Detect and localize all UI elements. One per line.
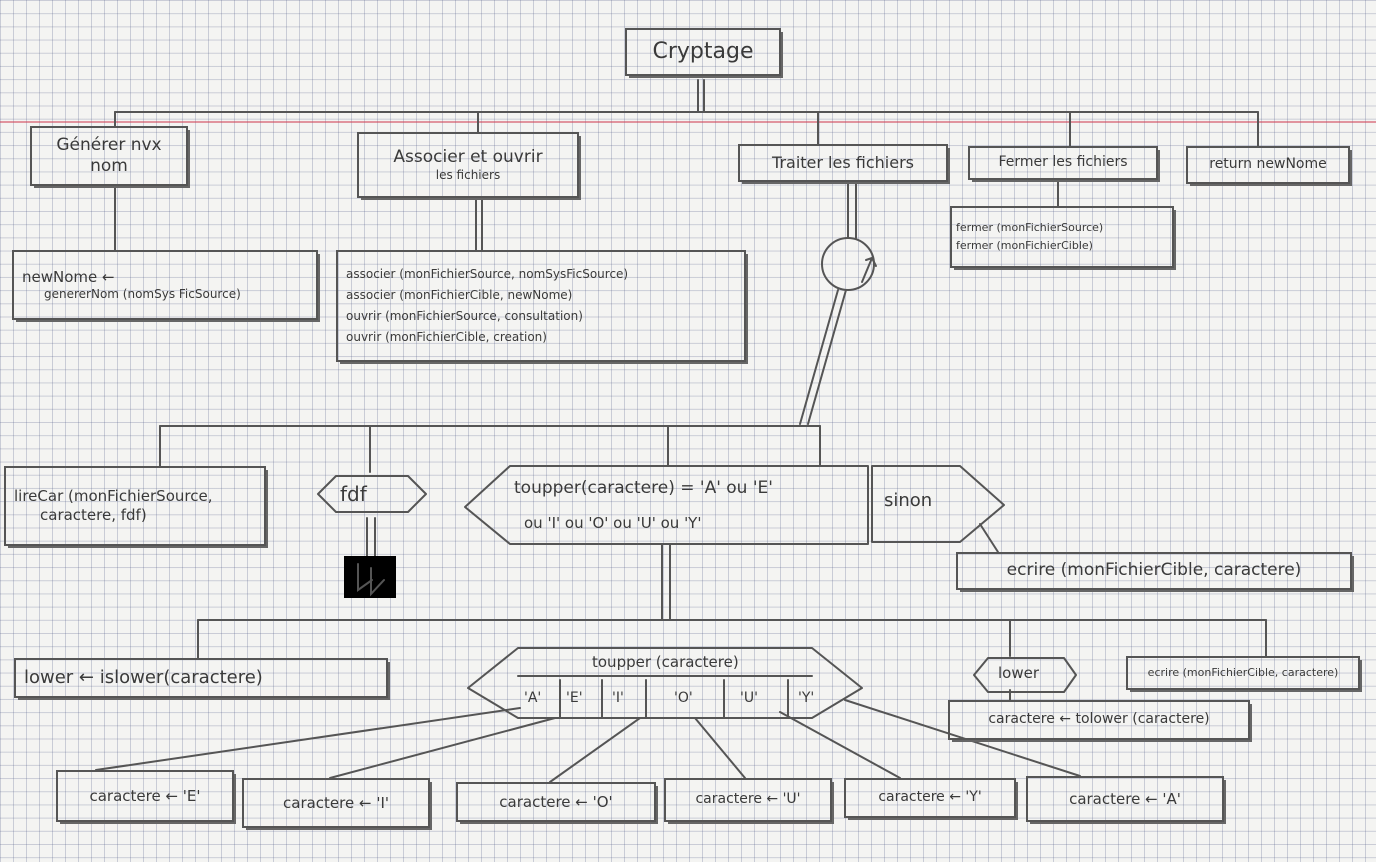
ecrire-branch-node: ecrire (monFichierCible, caractere) (1126, 656, 1360, 690)
case-o: 'O' (674, 690, 693, 706)
case-u: 'U' (740, 690, 758, 706)
assign-a-label: caractere ← 'A' (1069, 789, 1181, 808)
tolower-label: caractere ← tolower (caractere) (988, 711, 1210, 728)
assign-e-label: caractere ← 'E' (89, 786, 201, 805)
associer-line-2: les fichiers (435, 168, 501, 183)
assign-y-node: caractere ← 'Y' (844, 778, 1016, 818)
assign-u-node: caractere ← 'U' (664, 778, 832, 822)
assign-i-node: caractere ← 'I' (242, 778, 430, 828)
generer-node: Générer nvx nom (30, 126, 188, 186)
assign-o-node: caractere ← 'O' (456, 782, 656, 822)
associer-detail-line-2: associer (monFichierCible, newNome) (346, 288, 573, 302)
associer-line-1: Associer et ouvrir (393, 146, 543, 167)
lower-test-label: lower (998, 664, 1040, 682)
assign-a-node: caractere ← 'A' (1026, 776, 1224, 822)
traiter-label: Traiter les fichiers (772, 153, 914, 172)
generer-line-1: Générer nvx (56, 134, 162, 155)
case-y: 'Y' (798, 690, 815, 706)
lirecar-node: lireCar (monFichierSource, caractere, fd… (4, 466, 266, 546)
fermer-label: Fermer les fichiers (998, 154, 1128, 171)
traiter-node: Traiter les fichiers (738, 144, 948, 182)
fermer-detail-line-1: fermer (monFichierSource) (956, 221, 1104, 235)
case-i: 'I' (612, 690, 624, 706)
ecrire-sinon-node: ecrire (monFichierCible, caractere) (956, 552, 1352, 590)
ecrire-branch-label: ecrire (monFichierCible, caractere) (1147, 666, 1339, 680)
assign-i-label: caractere ← 'I' (283, 793, 389, 812)
assign-y-label: caractere ← 'Y' (878, 789, 982, 806)
assign-u-label: caractere ← 'U' (695, 791, 801, 808)
ecrire-sinon-label: ecrire (monFichierCible, caractere) (1006, 560, 1302, 581)
associer-detail: associer (monFichierSource, nomSysFicSou… (336, 250, 746, 362)
tolower-node: caractere ← tolower (caractere) (948, 700, 1250, 740)
associer-detail-line-1: associer (monFichierSource, nomSysFicSou… (346, 267, 629, 281)
lower-assign-node: lower ← islower(caractere) (14, 658, 388, 698)
return-label: return newNome (1209, 156, 1327, 173)
case-e: 'E' (566, 690, 583, 706)
lirecar-line-2: caractere, fdf) (40, 506, 147, 524)
switch-title: toupper (caractere) (592, 653, 739, 671)
root-node: Cryptage (625, 28, 781, 76)
condition-line-1: toupper(caractere) = 'A' ou 'E' (514, 478, 773, 498)
associer-detail-line-4: ouvrir (monFichierCible, creation) (346, 330, 547, 344)
return-node: return newNome (1186, 146, 1350, 184)
lower-assign-label: lower ← islower(caractere) (24, 666, 263, 688)
associer-node: Associer et ouvrir les fichiers (357, 132, 579, 198)
lirecar-line-1: lireCar (monFichierSource, (14, 487, 213, 506)
associer-detail-line-3: ouvrir (monFichierSource, consultation) (346, 309, 583, 323)
fdf-test: fdf (340, 482, 367, 506)
case-a: 'A' (524, 690, 542, 706)
generer-line-2: nom (90, 156, 128, 176)
condition-line-2: ou 'I' ou 'O' ou 'U' ou 'Y' (524, 514, 702, 532)
generer-detail-line-1: newNome ← (22, 268, 115, 287)
fermer-detail-line-2: fermer (monFichierCible) (956, 239, 1093, 252)
fermer-node: Fermer les fichiers (968, 146, 1158, 180)
sinon-label: sinon (884, 490, 933, 511)
generer-detail: newNome ← genererNom (nomSys FicSource) (12, 250, 318, 320)
fermer-detail: fermer (monFichierSource) fermer (monFic… (950, 206, 1174, 268)
generer-detail-line-2: genererNom (nomSys FicSource) (44, 286, 241, 301)
notebook-margin-line (0, 121, 1376, 123)
root-title: Cryptage (652, 39, 754, 65)
assign-o-label: caractere ← 'O' (499, 792, 613, 811)
assign-e-node: caractere ← 'E' (56, 770, 234, 822)
